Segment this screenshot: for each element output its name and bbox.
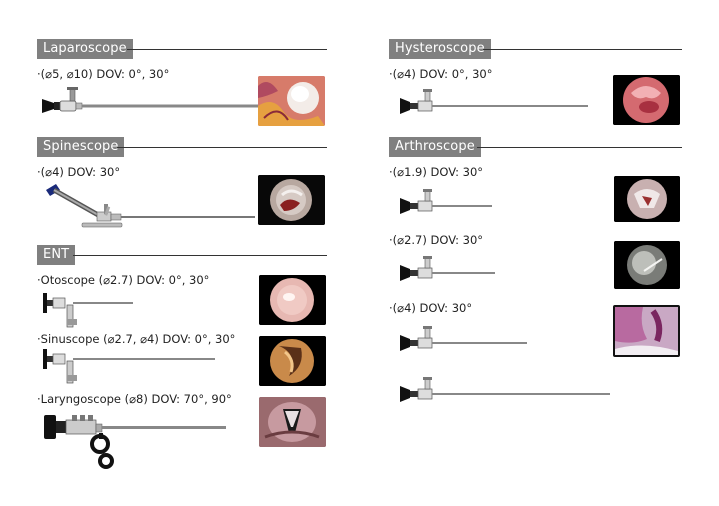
- section-divider: [127, 49, 327, 50]
- hysteroscope-section-header: Hysteroscope: [389, 39, 682, 59]
- arthroscope-section-header: Arthroscope: [389, 137, 682, 157]
- arthroscope-1-9mm-endoscopic-view-image: [614, 176, 680, 222]
- hysteroscope-spec: ·(⌀4) DOV: 0°, 30°: [389, 67, 493, 81]
- otoscope-illustration: [43, 293, 133, 328]
- laparoscope-section-header: Laparoscope: [37, 39, 327, 59]
- arthroscope-spec-3: ·(⌀4) DOV: 30°: [389, 301, 473, 315]
- laryngoscope-endoscopic-view-image: [259, 397, 326, 447]
- spinescope-endoscopic-view-image: [258, 175, 325, 225]
- spinescope-section-header: Spinescope: [37, 137, 327, 157]
- arthroscope-title: Arthroscope: [389, 137, 481, 157]
- ent-section-header: ENT: [37, 245, 327, 265]
- sinuscope-spec: ·Sinuscope (⌀2.7, ⌀4) DOV: 0°, 30°: [37, 332, 236, 346]
- section-divider: [117, 147, 327, 148]
- laparoscope-endoscopic-view-image: [258, 76, 325, 126]
- spinescope-illustration: [46, 184, 255, 228]
- section-divider: [477, 147, 682, 148]
- section-divider: [73, 255, 327, 256]
- laparoscope-illustration: [42, 87, 258, 113]
- hysteroscope-illustration: [400, 89, 588, 114]
- arthroscope-2-7mm-illustration: [400, 256, 495, 281]
- arthroscope-spec-2: ·(⌀2.7) DOV: 30°: [389, 233, 484, 247]
- hysteroscope-endoscopic-view-image: [613, 75, 680, 125]
- laparoscope-title: Laparoscope: [37, 39, 133, 59]
- arthroscope-long-illustration: [400, 377, 610, 402]
- arthroscope-spec-1: ·(⌀1.9) DOV: 30°: [389, 165, 484, 179]
- laryngoscope-illustration: [44, 415, 226, 469]
- arthroscope-4mm-endoscopic-view-image: [613, 305, 680, 357]
- arthroscope-2-7mm-endoscopic-view-image: [614, 241, 680, 289]
- spinescope-spec: ·(⌀4) DOV: 30°: [37, 165, 121, 179]
- laryngoscope-spec: ·Laryngoscope (⌀8) DOV: 70°, 90°: [37, 392, 232, 406]
- arthroscope-1-9mm-illustration: [400, 189, 492, 214]
- otoscope-spec: ·Otoscope (⌀2.7) DOV: 0°, 30°: [37, 273, 210, 287]
- arthroscope-4mm-illustration: [400, 326, 527, 351]
- otoscope-endoscopic-view-image: [259, 275, 326, 325]
- laparoscope-spec: ·(⌀5, ⌀10) DOV: 0°, 30°: [37, 67, 170, 81]
- ent-title: ENT: [37, 245, 76, 265]
- sinuscope-illustration: [43, 349, 215, 384]
- sinuscope-endoscopic-view-image: [259, 336, 326, 386]
- section-divider: [483, 49, 682, 50]
- spinescope-title: Spinescope: [37, 137, 125, 157]
- hysteroscope-title: Hysteroscope: [389, 39, 491, 59]
